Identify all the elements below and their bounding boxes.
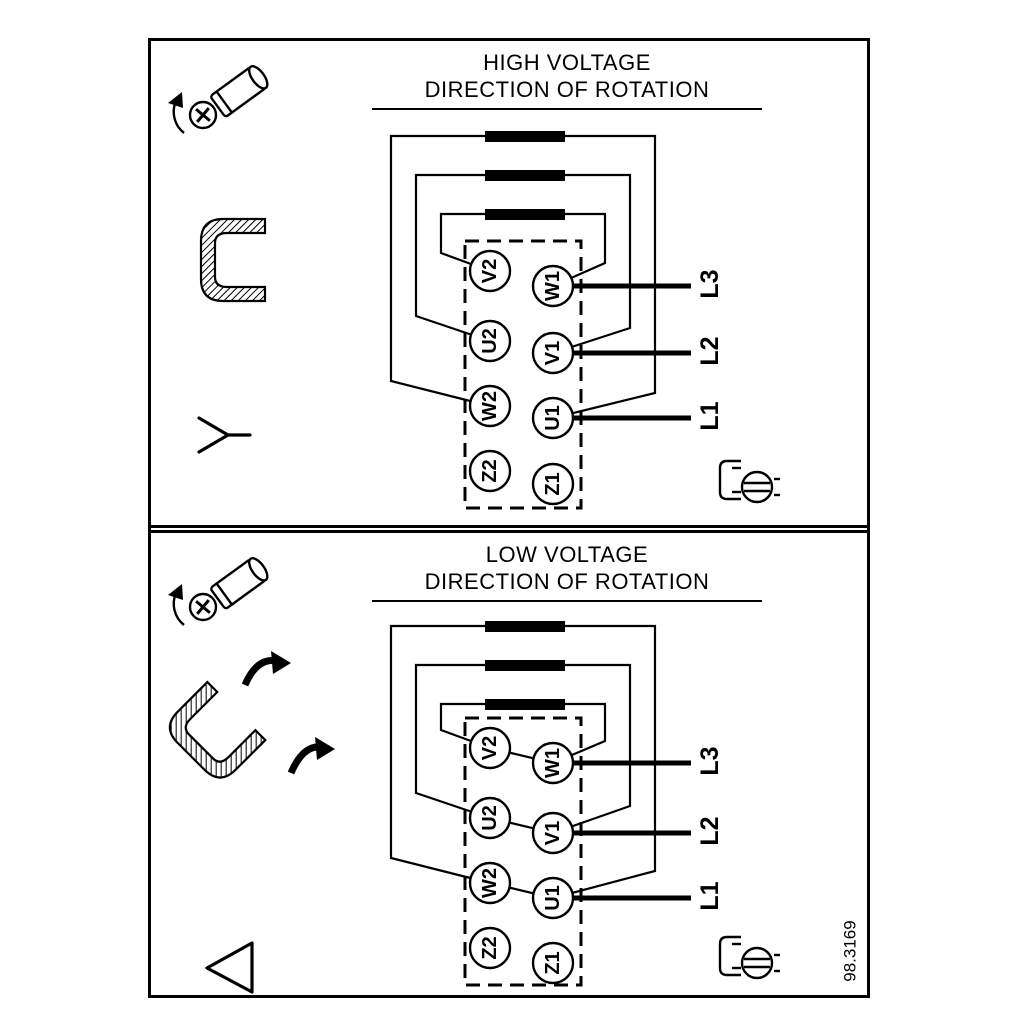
- supply-label-l3: L3: [696, 746, 724, 775]
- terminal-z2: Z2: [468, 449, 512, 493]
- high-voltage-panel: HIGH VOLTAGE DIRECTION OF ROTATION: [151, 41, 867, 528]
- terminal-box: [463, 239, 583, 510]
- jumper-bar: [485, 209, 565, 220]
- terminal-v1: V1: [531, 331, 575, 375]
- title-line-1: LOW VOLTAGE: [485, 542, 649, 567]
- terminal-label: U2: [479, 328, 501, 354]
- diagram-frame: HIGH VOLTAGE DIRECTION OF ROTATION: [148, 38, 870, 998]
- terminals: V2 U2 W2 Z2: [468, 249, 575, 506]
- jumper-bar: [485, 131, 565, 142]
- figure-number: 98.3169: [841, 920, 860, 981]
- terminal-box: [463, 716, 583, 987]
- terminal-label: V1: [542, 341, 564, 365]
- terminal-v2: V2: [468, 726, 512, 770]
- terminal-label: W1: [542, 271, 564, 301]
- high-voltage-schematic: V2 U2 W2 Z2: [168, 65, 780, 510]
- terminal-label: V2: [479, 259, 501, 283]
- high-voltage-title: HIGH VOLTAGE DIRECTION OF ROTATION: [372, 49, 762, 110]
- terminal-z2: Z2: [468, 926, 512, 970]
- terminal-label: Z2: [479, 936, 501, 959]
- jumper-bars: [485, 621, 565, 710]
- delta-connection-icon: [205, 941, 254, 994]
- jumper-bar: [485, 660, 565, 671]
- terminal-label: V1: [542, 821, 564, 845]
- jumper-link-icon: [199, 217, 267, 303]
- move-arrow-head: [315, 737, 335, 760]
- title-line-1: HIGH VOLTAGE: [483, 50, 651, 75]
- jumper-bar: [485, 621, 565, 632]
- move-arrow-head: [271, 651, 291, 674]
- screw-turn-icon: [168, 65, 269, 134]
- title-line-2: DIRECTION OF ROTATION: [424, 569, 710, 594]
- title-line-2: DIRECTION OF ROTATION: [424, 77, 710, 102]
- jumper-bar: [485, 170, 565, 181]
- wires: [389, 134, 657, 420]
- terminal-label: V2: [479, 736, 501, 760]
- supply-label-l3: L3: [696, 269, 724, 298]
- low-voltage-schematic: V2 U2 W2 Z2: [168, 557, 860, 994]
- supply-label-l1: L1: [696, 401, 724, 430]
- supply-label-l2: L2: [696, 816, 724, 845]
- star-connection-icon: [197, 416, 252, 454]
- supply-line-labels: L3 L2 L1: [696, 746, 724, 910]
- terminal-label: Z2: [479, 459, 501, 482]
- terminal-w1: W1: [531, 741, 575, 785]
- supply-lines: [571, 283, 691, 421]
- supply-lines: [571, 760, 691, 901]
- terminal-label: W1: [542, 748, 564, 778]
- terminal-u2: U2: [468, 319, 512, 363]
- terminal-u1: U1: [531, 396, 575, 440]
- jumper-bars: [485, 131, 565, 220]
- ground-screw-icon: [718, 935, 780, 980]
- low-voltage-title: LOW VOLTAGE DIRECTION OF ROTATION: [372, 541, 762, 602]
- terminal-z1: Z1: [531, 462, 575, 506]
- terminal-label: W2: [479, 391, 501, 421]
- terminal-label: U2: [479, 805, 501, 831]
- terminal-label: U1: [542, 405, 564, 431]
- ground-screw-icon: [718, 459, 780, 504]
- terminal-z1: Z1: [531, 941, 575, 985]
- screw-turn-icon: [168, 557, 269, 626]
- jumper-reposition-icon: [168, 651, 335, 779]
- supply-label-l2: L2: [696, 336, 724, 365]
- supply-line-labels: L3 L2 L1: [696, 269, 724, 430]
- low-voltage-panel: LOW VOLTAGE DIRECTION OF ROTATION: [151, 530, 867, 995]
- terminal-label: Z1: [542, 472, 564, 495]
- terminals: V2 U2 W2 Z2: [468, 726, 575, 985]
- terminal-w2: W2: [468, 861, 512, 905]
- terminal-v2: V2: [468, 249, 512, 293]
- supply-label-l1: L1: [696, 881, 724, 910]
- terminal-w1: W1: [531, 264, 575, 308]
- terminal-u1: U1: [531, 876, 575, 920]
- terminal-u2: U2: [468, 796, 512, 840]
- terminal-label: W2: [479, 868, 501, 898]
- terminal-label: U1: [542, 885, 564, 911]
- jumper-bar: [485, 699, 565, 710]
- terminal-v1: V1: [531, 811, 575, 855]
- terminal-w2: W2: [468, 384, 512, 428]
- terminal-label: Z1: [542, 951, 564, 974]
